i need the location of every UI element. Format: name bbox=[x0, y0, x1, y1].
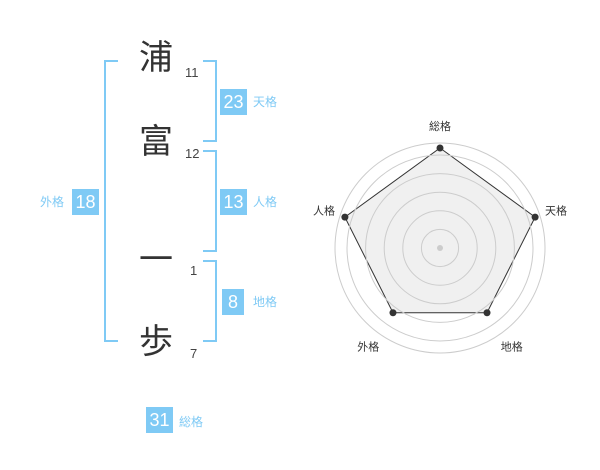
radar-point-3 bbox=[389, 309, 397, 317]
tenkaku-bracket bbox=[203, 60, 217, 142]
radar-point-2 bbox=[483, 309, 491, 317]
radar-axis-label-4: 人格 bbox=[313, 203, 335, 217]
name-char-3: 一 bbox=[139, 240, 173, 280]
radar-point-1 bbox=[531, 213, 539, 221]
radar-grid-ring bbox=[383, 191, 497, 305]
radar-axis-label-3: 外格 bbox=[357, 340, 379, 354]
jinkaku-value: 13 bbox=[220, 189, 247, 215]
radar-grid-ring bbox=[402, 210, 478, 286]
chikaku-label: 地格 bbox=[253, 295, 278, 309]
stroke-count-4: 7 bbox=[190, 346, 198, 361]
name-char-2: 富 bbox=[139, 122, 173, 162]
jinkaku-bracket bbox=[203, 150, 217, 252]
gaikaku-label: 外格 bbox=[40, 195, 65, 209]
radar-center-dot bbox=[437, 245, 443, 251]
name-char-1: 浦 bbox=[139, 38, 173, 78]
radar-axis-label-1: 天格 bbox=[545, 203, 567, 217]
stroke-count-3: 1 bbox=[190, 263, 198, 278]
chikaku-bracket bbox=[203, 260, 217, 342]
radar-point-0 bbox=[436, 144, 444, 152]
gaikaku-value: 18 bbox=[72, 189, 99, 215]
gaikaku-bracket bbox=[104, 60, 118, 342]
stroke-count-2: 12 bbox=[185, 146, 200, 161]
radar-outer-ring bbox=[334, 142, 546, 354]
stroke-count-1: 11 bbox=[185, 65, 199, 80]
radar-value-polygon bbox=[344, 147, 536, 314]
radar-axis-label-2: 地格 bbox=[501, 340, 523, 354]
soukaku-value: 31 bbox=[146, 407, 173, 433]
radar-axis-label-0: 総格 bbox=[429, 119, 451, 133]
radar-grid-ring bbox=[420, 228, 460, 268]
tenkaku-label: 天格 bbox=[253, 95, 278, 109]
soukaku-label: 総格 bbox=[179, 415, 204, 429]
tenkaku-value: 23 bbox=[220, 89, 247, 115]
chikaku-value: 8 bbox=[222, 289, 244, 315]
radar-point-4 bbox=[341, 213, 349, 221]
name-char-4: 歩 bbox=[139, 322, 173, 362]
radar-grid-ring bbox=[365, 173, 515, 323]
jinkaku-label: 人格 bbox=[253, 195, 278, 209]
radar-grid-ring bbox=[346, 154, 534, 342]
